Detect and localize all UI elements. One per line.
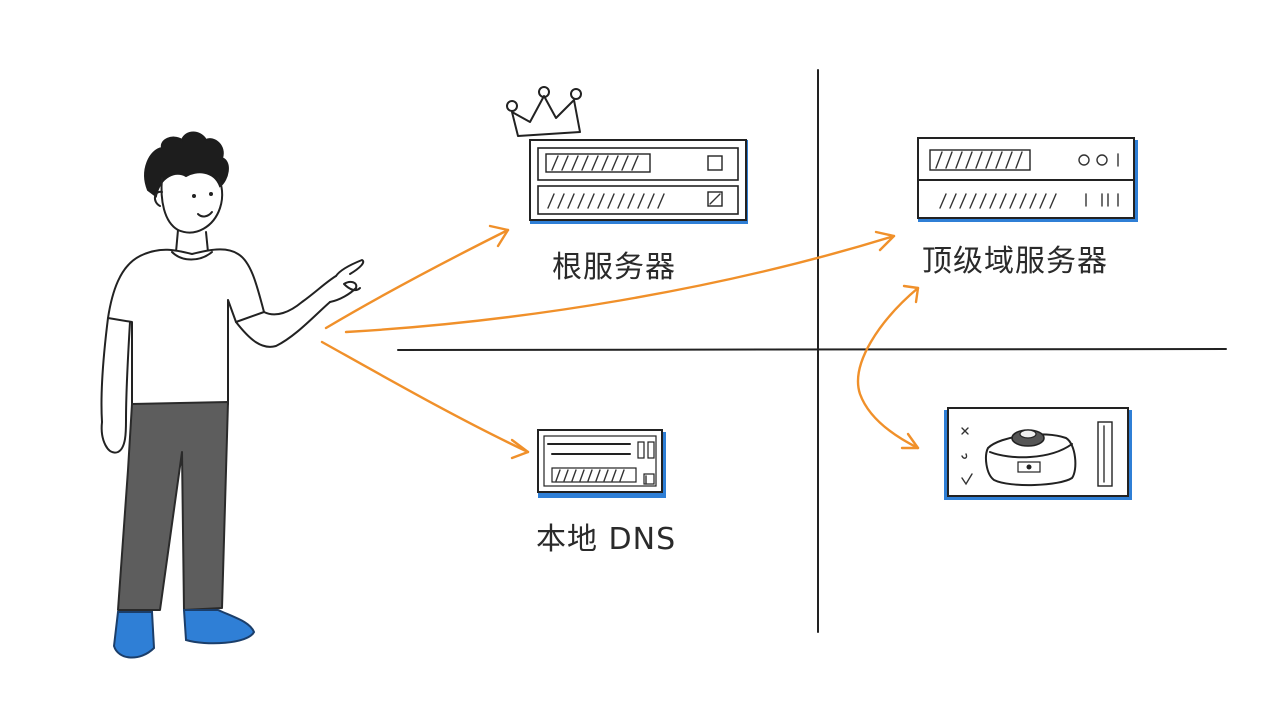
local-dns-server-icon bbox=[537, 429, 666, 498]
pants bbox=[117, 401, 229, 611]
arrow-tld-to-auth bbox=[856, 286, 920, 450]
arrows bbox=[320, 224, 920, 460]
shoe-left bbox=[112, 611, 156, 659]
crown-icon bbox=[511, 95, 581, 137]
arrow-to-tld bbox=[344, 234, 896, 334]
root-server-label: 根服务器 bbox=[552, 250, 676, 285]
shoe-right bbox=[182, 609, 256, 645]
tld-server-icon bbox=[917, 137, 1138, 222]
tld-server-label: 顶级域服务器 bbox=[922, 244, 1108, 279]
arrow-to-local-dns bbox=[320, 340, 530, 454]
local-dns-label: 本地 DNS bbox=[536, 522, 677, 557]
arrow-to-root bbox=[324, 228, 510, 330]
person-figure bbox=[100, 131, 365, 659]
divider-lines bbox=[397, 69, 1227, 633]
authoritative-server-icon bbox=[944, 407, 1132, 500]
hair bbox=[144, 131, 229, 198]
root-server-icon bbox=[506, 86, 748, 224]
shirt bbox=[107, 248, 265, 410]
